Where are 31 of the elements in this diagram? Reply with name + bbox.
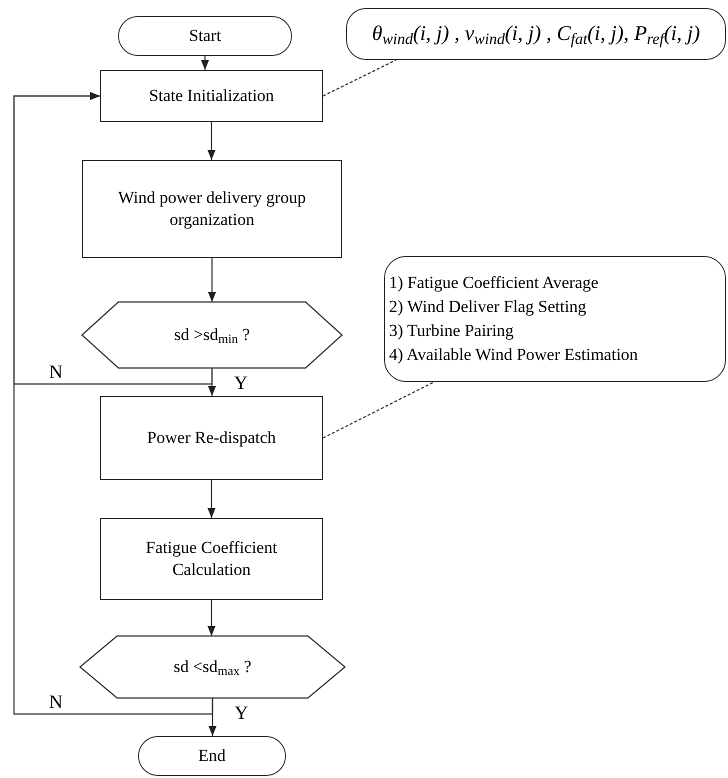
- list-item: 2) Wind Deliver Flag Setting: [389, 296, 586, 318]
- dashed-connector: [322, 59, 396, 97]
- node-label: Wind power delivery group organization: [117, 187, 307, 231]
- note-bubble: [346, 8, 726, 60]
- node-label: Start: [188, 25, 222, 47]
- arrow: [13, 92, 214, 715]
- node-label: End: [197, 745, 227, 767]
- process-box: [100, 518, 323, 600]
- formula-text: θ$_{wind}$(i, j) , v$_{wind}$(i, j) , C$_{fat}$(i, j), P$_{ref}$(i, j): [372, 20, 700, 50]
- node-label: State Initialization: [148, 85, 276, 107]
- process-box: [82, 160, 342, 258]
- arrow: [208, 480, 216, 518]
- list-item: 1) Fatigue Coefficient Average: [389, 272, 598, 294]
- list-item: 3) Turbine Pairing: [389, 320, 514, 342]
- terminal-node: [118, 16, 292, 56]
- terminal-node: [138, 736, 286, 776]
- arrow: [208, 600, 216, 636]
- process-box: [100, 70, 323, 122]
- node-label: Fatigue Coefficient Calculation: [144, 537, 278, 581]
- arrow: [208, 258, 216, 302]
- node-label: Power Re-dispatch: [146, 427, 277, 449]
- list-item: 4) Available Wind Power Estimation: [389, 344, 638, 366]
- arrow: [208, 122, 216, 160]
- arrow: [201, 56, 209, 70]
- node-label: sd >sd$_{min}$ ?: [173, 324, 251, 346]
- process-box: [100, 396, 323, 480]
- decision-hexagon: [80, 636, 345, 698]
- decision-hexagon: [82, 302, 342, 368]
- node-label: sd <sd$_{max}$ ?: [172, 656, 252, 678]
- note-bubble: [384, 256, 726, 382]
- dashed-connector: [322, 381, 434, 439]
